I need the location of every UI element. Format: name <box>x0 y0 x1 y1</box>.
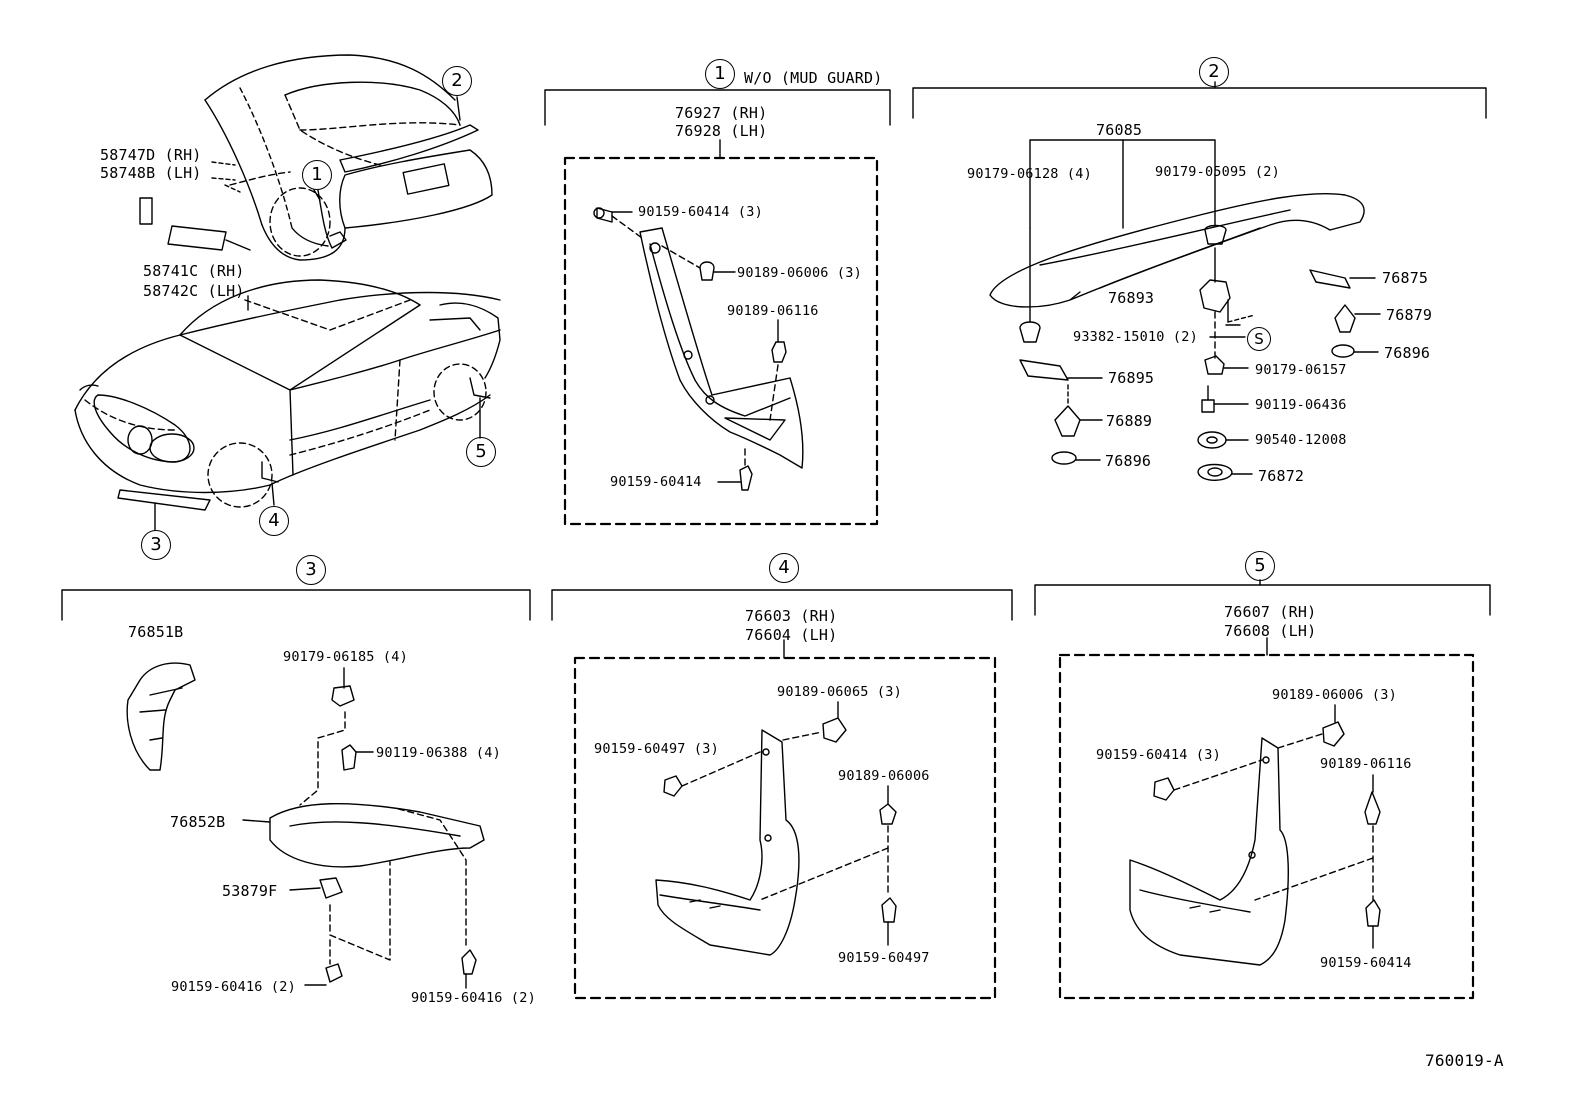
section-5-drawing <box>1060 638 1473 998</box>
section-4-drawing <box>575 640 995 998</box>
s5-part-1: 90189-06006 (3) <box>1272 687 1397 703</box>
s4-part-1: 90189-06065 (3) <box>777 684 902 700</box>
section-2-callout: 2 <box>1199 57 1229 87</box>
s5-part-rh: 76607 (RH) <box>1224 603 1317 621</box>
s4-part-lh: 76604 (LH) <box>745 626 838 644</box>
s4-part-rh: 76603 (RH) <box>745 607 838 625</box>
callout-s: S <box>1247 327 1271 351</box>
s1-part-1: 90159-60414 (3) <box>638 204 763 220</box>
section-4-callout: 4 <box>769 553 799 583</box>
s3-part-7: 90159-60416 (2) <box>411 990 536 1006</box>
s2-part-12: 90540-12008 <box>1255 432 1347 448</box>
callout-5: 5 <box>466 437 496 467</box>
s5-part-4: 90159-60414 <box>1320 955 1412 971</box>
s2-part-1: 90179-06128 (4) <box>967 166 1092 182</box>
label-58742c: 58742C (LH) <box>143 282 245 300</box>
section-3-drawing <box>127 663 484 988</box>
s5-part-lh: 76608 (LH) <box>1224 622 1317 640</box>
s3-part-5: 53879F <box>222 882 278 900</box>
s2-part-8: 76895 <box>1108 369 1155 387</box>
s2-part-14: 76872 <box>1258 467 1305 485</box>
section-1-header: W/O (MUD GUARD) <box>744 69 883 87</box>
s5-part-2: 90159-60414 (3) <box>1096 747 1221 763</box>
section-brackets <box>62 82 1490 620</box>
section-2-drawing <box>990 140 1380 480</box>
s1-part-2: 90189-06006 (3) <box>737 265 862 281</box>
callout-4: 4 <box>259 506 289 536</box>
s2-part-6: 93382-15010 (2) <box>1073 329 1198 345</box>
s3-part-4: 76852B <box>170 813 226 831</box>
section-1-drawing <box>565 140 877 524</box>
callout-1: 1 <box>302 160 332 190</box>
s3-part-2: 90179-06185 (4) <box>283 649 408 665</box>
section-5-callout: 5 <box>1245 551 1275 581</box>
car-front-illustration <box>75 280 500 510</box>
s2-part-9: 90179-06157 <box>1255 362 1347 378</box>
section-1-callout: 1 <box>705 59 735 89</box>
s4-part-3: 90189-06006 <box>838 768 930 784</box>
s5-part-3: 90189-06116 <box>1320 756 1412 772</box>
s1-part-3: 90189-06116 <box>727 303 819 319</box>
s2-part-11: 76889 <box>1106 412 1153 430</box>
s2-part-7: 76896 <box>1384 344 1431 362</box>
callout-2: 2 <box>442 66 472 96</box>
s4-part-4: 90159-60497 <box>838 950 930 966</box>
s2-spoiler: 76085 <box>1096 121 1143 139</box>
s1-part-4: 90159-60414 <box>610 474 702 490</box>
s2-part-10: 90119-06436 <box>1255 397 1347 413</box>
s2-part-13: 76896 <box>1105 452 1152 470</box>
s1-part-rh: 76927 (RH) <box>675 104 768 122</box>
s4-part-2: 90159-60497 (3) <box>594 741 719 757</box>
s3-part-6: 90159-60416 (2) <box>171 979 296 995</box>
s2-part-2: 90179-05095 (2) <box>1155 164 1280 180</box>
s2-part-4: 76893 <box>1108 289 1155 307</box>
s3-part-3: 90119-06388 (4) <box>376 745 501 761</box>
figure-code: 760019-A <box>1425 1051 1504 1070</box>
label-58748b: 58748B (LH) <box>100 164 202 182</box>
car-rear-illustration <box>205 55 492 260</box>
s2-part-3: 76875 <box>1382 269 1429 287</box>
s1-part-lh: 76928 (LH) <box>675 122 768 140</box>
section-3-callout: 3 <box>296 555 326 585</box>
label-58741c: 58741C (RH) <box>143 262 245 280</box>
s2-part-5: 76879 <box>1386 306 1433 324</box>
s3-part-1: 76851B <box>128 623 184 641</box>
label-58747d: 58747D (RH) <box>100 146 202 164</box>
callout-3: 3 <box>141 530 171 560</box>
